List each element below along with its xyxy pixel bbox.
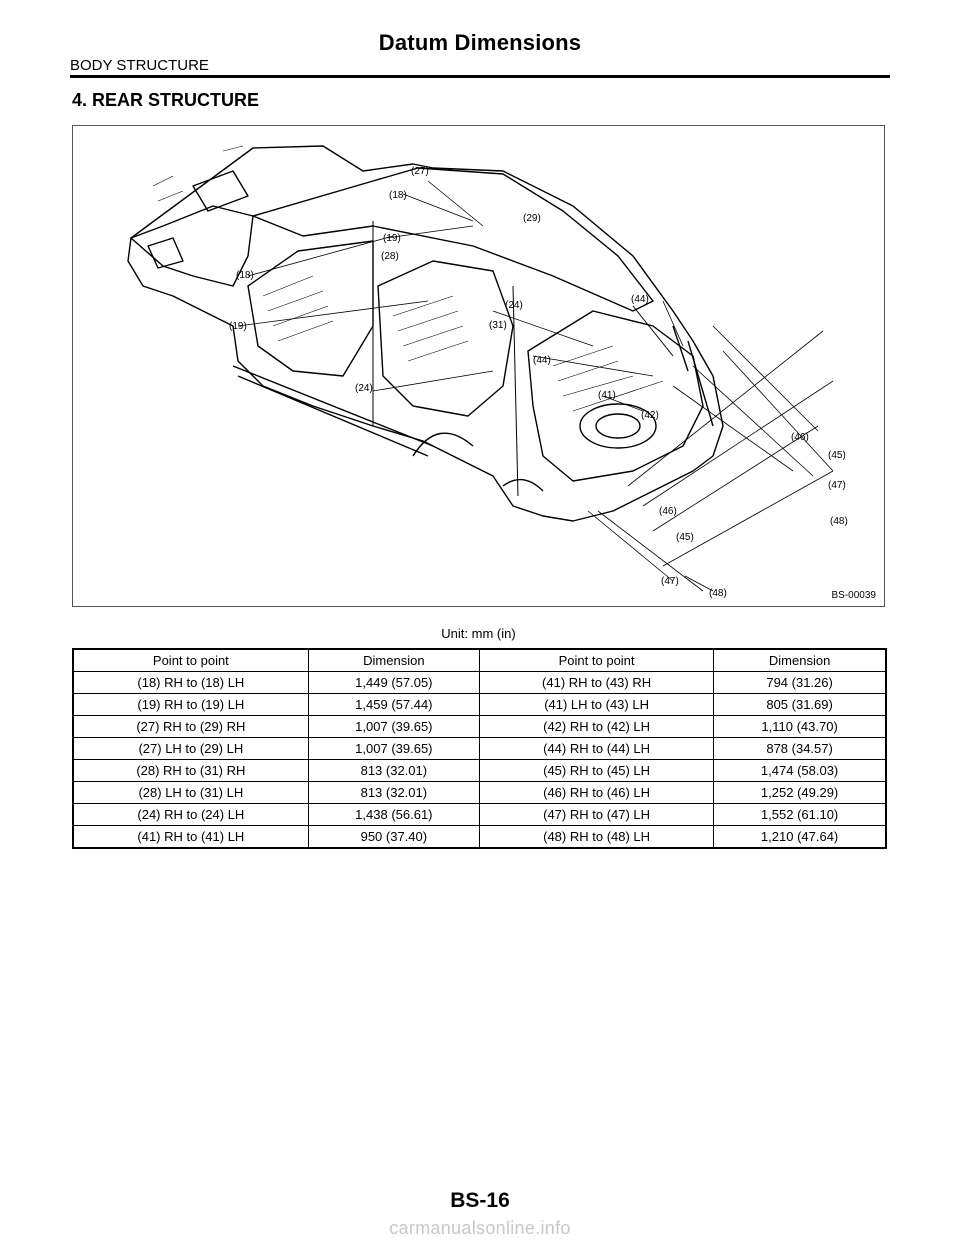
column-header: Dimension [307,648,480,672]
table-cell: (19) RH to (19) LH [72,693,309,716]
table-cell: 813 (32.01) [307,759,480,782]
table-cell: (45) RH to (45) LH [478,759,715,782]
table-cell: 813 (32.01) [307,781,480,804]
table-cell: (28) LH to (31) LH [72,781,309,804]
callout-label: (24) [505,300,523,311]
table-cell: 1,459 (57.44) [307,693,480,716]
table-cell: 1,449 (57.05) [307,671,480,694]
car-body-illustration: (27) (18) (29) (19) (28) (18) (24) (31) … [127,145,848,599]
table-cell: (24) RH to (24) LH [72,803,309,826]
table-cell: 950 (37.40) [307,825,480,849]
callout-label: (19) [229,321,247,332]
table-cell: 805 (31.69) [713,693,887,716]
page-number: BS-16 [450,1189,510,1212]
engine-bay [130,205,254,287]
table-row: (27) LH to (29) LH 1,007 (39.65) (44) RH… [72,737,887,760]
table-row: (19) RH to (19) LH 1,459 (57.44) (41) LH… [72,693,887,716]
section-label: BODY STRUCTURE [70,57,209,74]
figure-id: BS-00039 [831,590,876,601]
table-row: (28) RH to (31) RH 813 (32.01) (45) RH t… [72,759,887,782]
body-structure-figure: (27) (18) (29) (19) (28) (18) (24) (31) … [72,125,885,607]
table-cell: 794 (31.26) [713,671,887,694]
table-header-row: Point to point Dimension Point to point … [72,648,887,672]
callout-label: (46) [659,506,677,517]
callout-label: (18) [389,190,407,201]
callout-label: (24) [355,383,373,394]
callout-label: (48) [709,588,727,599]
table-cell: (41) LH to (43) LH [478,693,715,716]
table-cell: 1,438 (56.61) [307,803,480,826]
table-cell: 1,474 (58.03) [713,759,887,782]
section-heading: 4. REAR STRUCTURE [72,90,260,110]
table-cell: 1,007 (39.65) [307,715,480,738]
table-cell: (18) RH to (18) LH [72,671,309,694]
body-outline [127,145,724,522]
callout-label: (45) [828,450,846,461]
table-cell: 1,210 (47.64) [713,825,887,849]
cargo-area [527,310,704,482]
table-row: (41) RH to (41) LH 950 (37.40) (48) RH t… [72,825,887,849]
table-cell: (41) RH to (41) LH [72,825,309,849]
table-cell: (27) LH to (29) LH [72,737,309,760]
front-door-opening [247,240,374,377]
callout-label: (42) [641,410,659,421]
callout-label: (47) [828,480,846,491]
callout-label: (45) [676,532,694,543]
callout-label: (28) [381,251,399,262]
table-cell: (41) RH to (43) RH [478,671,715,694]
rear-door-opening [377,260,514,417]
callout-label: (46) [791,432,809,443]
table-cell: 1,110 (43.70) [713,715,887,738]
callout-label: (18) [236,270,254,281]
table-cell: (27) RH to (29) RH [72,715,309,738]
table-row: (24) RH to (24) LH 1,438 (56.61) (47) RH… [72,803,887,826]
table-cell: 1,552 (61.10) [713,803,887,826]
table-cell: 878 (34.57) [713,737,887,760]
roof-outline [252,167,654,312]
header-rule [70,75,890,78]
callout-label: (41) [598,390,616,401]
callout-label: (29) [523,213,541,224]
callout-label: (48) [830,516,848,527]
unit-caption: Unit: mm (in) [441,626,516,641]
table-cell: 1,252 (49.29) [713,781,887,804]
table-row: (27) RH to (29) RH 1,007 (39.65) (42) RH… [72,715,887,738]
column-header: Point to point [72,648,309,672]
callout-label: (44) [631,294,649,305]
callout-label: (44) [533,355,551,366]
watermark: carmanualsonline.info [389,1218,571,1238]
table-row: (28) LH to (31) LH 813 (32.01) (46) RH t… [72,781,887,804]
table-cell: 1,007 (39.65) [307,737,480,760]
callout-label: (31) [489,320,507,331]
table-cell: (48) RH to (48) LH [478,825,715,849]
page-title: Datum Dimensions [378,30,582,55]
table-cell: (44) RH to (44) LH [478,737,715,760]
column-header: Dimension [713,648,887,672]
dimension-table: Point to point Dimension Point to point … [72,648,887,849]
column-header: Point to point [478,648,715,672]
table-cell: (46) RH to (46) LH [478,781,715,804]
table-cell: (28) RH to (31) RH [72,759,309,782]
callout-label: (19) [383,233,401,244]
callout-label: (27) [411,166,429,177]
table-cell: (47) RH to (47) LH [478,803,715,826]
table-row: (18) RH to (18) LH 1,449 (57.05) (41) RH… [72,671,887,694]
callout-label: (47) [661,576,679,587]
table-cell: (42) RH to (42) LH [478,715,715,738]
callout-labels: (27) (18) (29) (19) (28) (18) (24) (31) … [229,166,848,599]
